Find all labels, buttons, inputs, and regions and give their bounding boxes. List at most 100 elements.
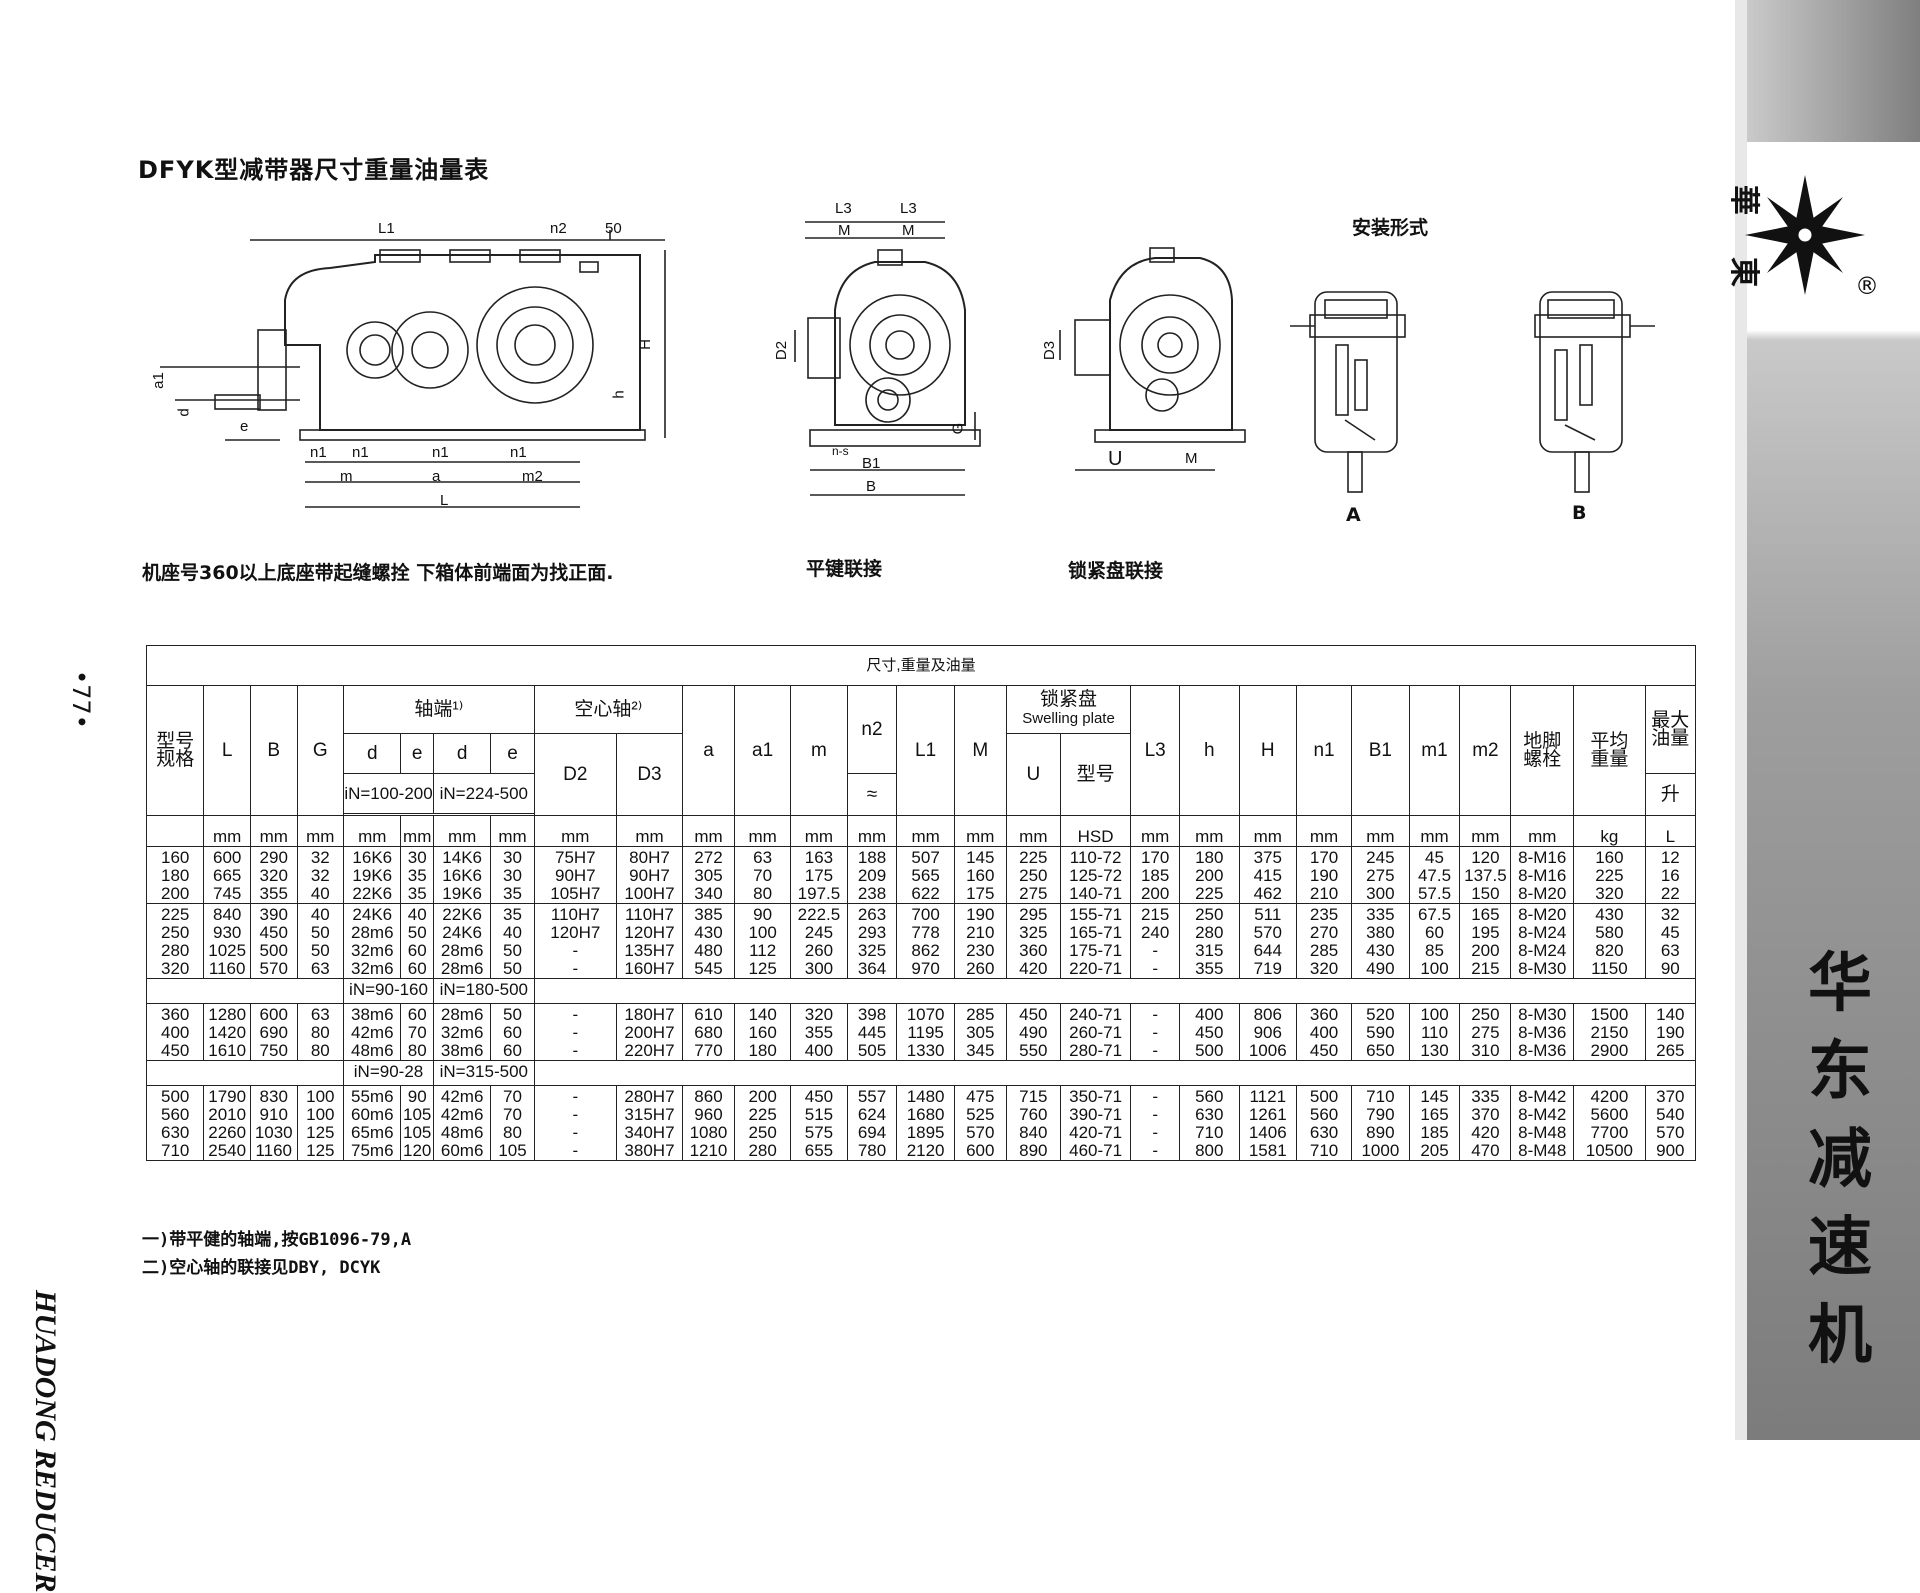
caption-left: 机座号360以上底座带起缝螺拴 下箱体前端面为找正面. (142, 562, 614, 584)
col-D2: D2 (533, 733, 617, 816)
table-cell: 1790 2010 2260 2540 (203, 1085, 251, 1161)
col-L: L (203, 685, 251, 816)
col-n1: n1 (1295, 685, 1353, 816)
col-n2: n2 (846, 685, 898, 774)
table-cell: 250 275 310 (1459, 1003, 1512, 1061)
table-cell: 24K6 28m6 32m6 32m6 (343, 903, 402, 979)
unit-cell: mm (490, 815, 535, 847)
table-cell: 28m6 32m6 38m6 (432, 1003, 492, 1061)
col-U: U (1005, 733, 1061, 816)
table-cell: 110-72 125-72 140-71 (1059, 846, 1132, 904)
main-view-drawing (160, 230, 666, 508)
footnotes: 一)带平健的轴端,按GB1096-79,A 二)空心轴的联接见DBY, DCYK (142, 1226, 411, 1282)
table-cell: 860 960 1080 1210 (682, 1085, 735, 1161)
dim-label: d (175, 408, 193, 417)
table-cell: 225 250 275 (1005, 846, 1061, 904)
table-cell: 38m6 42m6 48m6 (343, 1003, 402, 1061)
table-cell: 145 165 185 205 (1408, 1085, 1461, 1161)
unit-cell: mm (1459, 815, 1512, 847)
caption-mount-a: A (1346, 504, 1361, 526)
caption-lock: 锁紧盘联接 (1068, 560, 1164, 582)
caption-key: 平键联接 (806, 558, 883, 580)
table-cell: 8-M20 8-M24 8-M24 8-M30 (1510, 903, 1575, 979)
table-cell: 360 400 450 (1295, 1003, 1353, 1061)
table-cell: 165 195 200 215 (1459, 903, 1512, 979)
unit-cell: mm (733, 815, 792, 847)
table-cell: 280H7 315H7 340H7 380H7 (615, 1085, 684, 1161)
table-cell: 560 630 710 800 (1179, 1085, 1240, 1161)
table-cell: - - - (1130, 1003, 1181, 1061)
table-cell: 375 415 462 (1238, 846, 1297, 904)
mount-a-drawing (1290, 291, 1406, 493)
page-number: •77• (67, 670, 95, 729)
unit-cell: mm (1295, 815, 1353, 847)
table-cell: 40 50 60 60 (400, 903, 434, 979)
ratio-pad (145, 978, 344, 1004)
unit-cell: mm (203, 815, 251, 847)
col-B: B (249, 685, 298, 816)
col-hollow: 空心轴²⁾ (533, 685, 684, 734)
dim-label: n1 (432, 444, 449, 461)
table-cell: 170 185 200 (1130, 846, 1181, 904)
table-cell: 250 280 315 355 (1179, 903, 1240, 979)
table-cell: 400 450 500 (1179, 1003, 1240, 1061)
table-cell: 110H7 120H7 135H7 160H7 (615, 903, 684, 979)
unit-spacer (145, 815, 205, 847)
unit-cell: mm (953, 815, 1007, 847)
ratio-rest (533, 978, 1697, 1004)
table-cell: 32 32 40 (296, 846, 345, 904)
table-cell: 8-M42 8-M42 8-M48 8-M48 (1510, 1085, 1575, 1161)
unit-cell: mm (249, 815, 298, 847)
col-L3: L3 (1130, 685, 1181, 816)
dim-label: n1 (310, 444, 327, 461)
table-cell: 1070 1195 1330 (896, 1003, 955, 1061)
col-B1: B1 (1351, 685, 1410, 816)
table-cell: 110H7 120H7 - - (533, 903, 617, 979)
table-cell: 50 60 60 (490, 1003, 535, 1061)
table-cell: 1500 2150 2900 (1573, 1003, 1646, 1061)
dim-label: H (636, 339, 654, 350)
logo-char-top: 華 (1726, 185, 1761, 215)
table-cell: 840 930 1025 1160 (203, 903, 251, 979)
table-cell: 272 305 340 (682, 846, 735, 904)
key-connection-drawing (794, 221, 981, 496)
table-cell: 507 565 622 (896, 846, 955, 904)
col-L1: L1 (896, 685, 955, 816)
table-cell: 500 560 630 710 (1295, 1085, 1353, 1161)
table-cell: 145 160 175 (953, 846, 1007, 904)
technical-drawings (160, 221, 1655, 508)
table-cell: 100 100 125 125 (296, 1085, 345, 1161)
table-cell: 170 190 210 (1295, 846, 1353, 904)
logo-char-bottom: 東 (1726, 257, 1761, 287)
footnote-2: 二)空心轴的联接见DBY, DCYK (142, 1258, 381, 1278)
table-cell: 475 525 570 600 (953, 1085, 1007, 1161)
table-cell: - - - - (533, 1085, 617, 1161)
unit-cell: mm (400, 815, 434, 847)
table-cell: 385 430 480 545 (682, 903, 735, 979)
unit-cell: L (1644, 815, 1697, 847)
table-cell: 600 665 745 (203, 846, 251, 904)
table-cell: 180H7 200H7 220H7 (615, 1003, 684, 1061)
col-oil-unit: 升 (1644, 773, 1697, 816)
dim-label: L3 (900, 200, 917, 217)
col-type: 型号 (1059, 733, 1132, 816)
table-cell: 12 16 22 (1644, 846, 1697, 904)
table-cell: 245 275 300 (1351, 846, 1410, 904)
table-cell: 500 560 630 710 (145, 1085, 205, 1161)
unit-cell: kg (1573, 815, 1646, 847)
col-D3: D3 (615, 733, 684, 816)
col-a: a (682, 685, 735, 816)
table-cell: 710 790 890 1000 (1351, 1085, 1410, 1161)
table-cell: 240-71 260-71 280-71 (1059, 1003, 1132, 1061)
table-cell: 14K6 16K6 19K6 (432, 846, 492, 904)
table-cell: 188 209 238 (846, 846, 898, 904)
unit-cell: mm (1005, 815, 1061, 847)
table-cell: 1480 1680 1895 2120 (896, 1085, 955, 1161)
brand-english: HUADONG REDUCER (29, 1290, 62, 1593)
table-cell: 16K6 19K6 22K6 (343, 846, 402, 904)
unit-cell: mm (682, 815, 735, 847)
